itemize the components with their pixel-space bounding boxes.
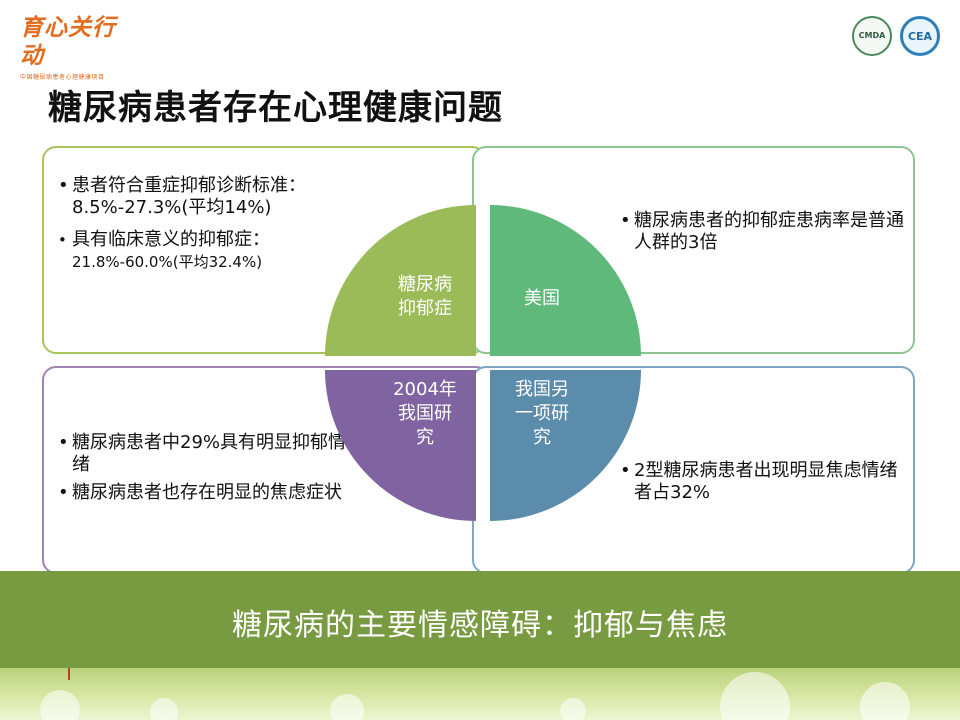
bullets-bottom-left: 糖尿病患者中29%具有明显抑郁情绪 糖尿病患者也存在明显的焦虑症状 (58, 432, 348, 510)
label-line: 我国研 (398, 403, 452, 424)
dandelion-puff (150, 698, 178, 720)
dandelion-puff (330, 694, 364, 720)
bullet-item: 糖尿病患者也存在明显的焦虑症状 (58, 482, 348, 504)
bullet-item: 糖尿病患者中29%具有明显抑郁情绪 (58, 432, 348, 476)
summary-banner (0, 571, 960, 668)
quadrant-label-bottom-right: 我国另 一项研 究 (500, 378, 584, 450)
bullets-top-right: 糖尿病患者的抑郁症患病率是普通人群的3倍 (620, 210, 905, 264)
cea-logo-text: CEA (907, 30, 933, 43)
bullet-item: 患者符合重症抑郁诊断标准：8.5%-27.3%(平均14%) (58, 175, 343, 219)
project-logo-text: 育心关行动 (20, 14, 116, 69)
dandelion-puff (860, 682, 910, 720)
label-line: 我国另 (515, 379, 569, 400)
dandelion-puff (720, 672, 790, 720)
bullets-top-left: 患者符合重症抑郁诊断标准：8.5%-27.3%(平均14%) 具有临床意义的抑郁… (58, 175, 343, 283)
quadrant-top-right (490, 205, 641, 356)
quadrant-top-left (325, 205, 476, 356)
bullet-rest: 21.8%-60.0%(平均32.4%) (72, 253, 263, 271)
label-line: 糖尿病 (398, 274, 452, 295)
project-logo-subtitle: 中国糖尿病患者心理健康项目 (20, 74, 105, 81)
dandelion-puff (560, 698, 586, 720)
quadrant-label-top-left: 糖尿病 抑郁症 (380, 273, 470, 321)
label-line: 2004年 (393, 379, 457, 400)
label-line: 究 (416, 427, 434, 448)
quadrant-bottom-right (490, 370, 641, 521)
project-logo: 育心关行动 中国糖尿病患者心理健康项目 (20, 14, 138, 81)
cea-logo: CEA (900, 16, 940, 56)
bullet-item: 具有临床意义的抑郁症： 21.8%-60.0%(平均32.4%) (58, 229, 343, 273)
dandelion-puff (40, 690, 80, 720)
cmda-logo-text: CMDA (858, 31, 886, 40)
cmda-logo: CMDA (852, 16, 892, 56)
bullet-item: 2型糖尿病患者出现明显焦虑情绪者占32% (620, 460, 905, 504)
bullet-item: 糖尿病患者的抑郁症患病率是普通人群的3倍 (620, 210, 905, 254)
bullet-lead: 具有临床意义的抑郁症： (72, 229, 270, 250)
quadrant-circle (325, 205, 641, 521)
label-line: 究 (533, 427, 551, 448)
label-line: 一项研 (515, 403, 569, 424)
label-line: 美国 (524, 288, 560, 309)
summary-banner-text: 糖尿病的主要情感障碍：抑郁与焦虑 (232, 608, 728, 643)
bullets-bottom-right: 2型糖尿病患者出现明显焦虑情绪者占32% (620, 460, 905, 514)
quadrant-bottom-left (325, 370, 476, 521)
slide-title: 糖尿病患者存在心理健康问题 (48, 88, 503, 128)
quadrant-label-top-right: 美国 (512, 287, 572, 311)
footer-decoration (0, 668, 960, 720)
label-line: 抑郁症 (398, 298, 452, 319)
quadrant-label-bottom-left: 2004年 我国研 究 (378, 378, 472, 450)
decorative-tick (68, 668, 70, 680)
